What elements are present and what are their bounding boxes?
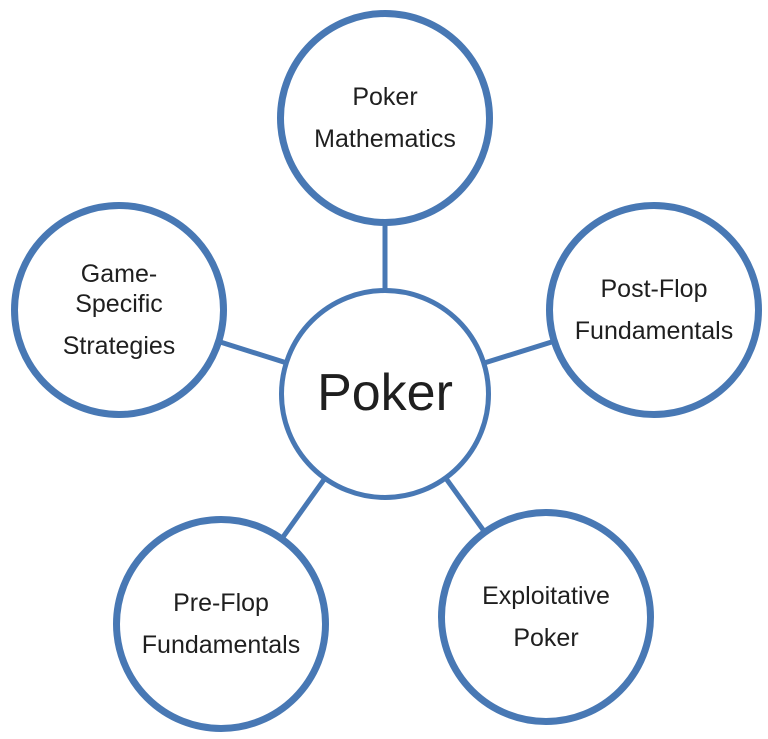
node-poker-mathematics: Poker Mathematics — [277, 10, 493, 226]
node-pre-flop-fundamentals: Pre-Flop Fundamentals — [113, 516, 329, 732]
node-label-line: Fundamentals — [141, 631, 301, 659]
node-label-line: Fundamentals — [574, 317, 734, 345]
node-label-line: Poker — [352, 83, 418, 111]
node-label-line: Poker — [513, 624, 579, 652]
node-label-line: Pre-Flop — [173, 589, 269, 617]
node-post-flop-fundamentals: Post-Flop Fundamentals — [546, 202, 762, 418]
node-game-specific-strategies: Game-Specific Strategies — [11, 202, 227, 418]
node-poker-center: Poker — [279, 288, 491, 500]
node-label-line: Post-Flop — [600, 275, 708, 303]
node-label-line: Strategies — [62, 332, 176, 360]
node-label-line: Exploitative — [482, 582, 610, 610]
center-node-label: Poker — [317, 364, 453, 423]
node-exploitative-poker: Exploitative Poker — [438, 509, 654, 725]
node-label-line: Mathematics — [314, 125, 456, 153]
node-label-line: Game-Specific — [75, 260, 163, 318]
